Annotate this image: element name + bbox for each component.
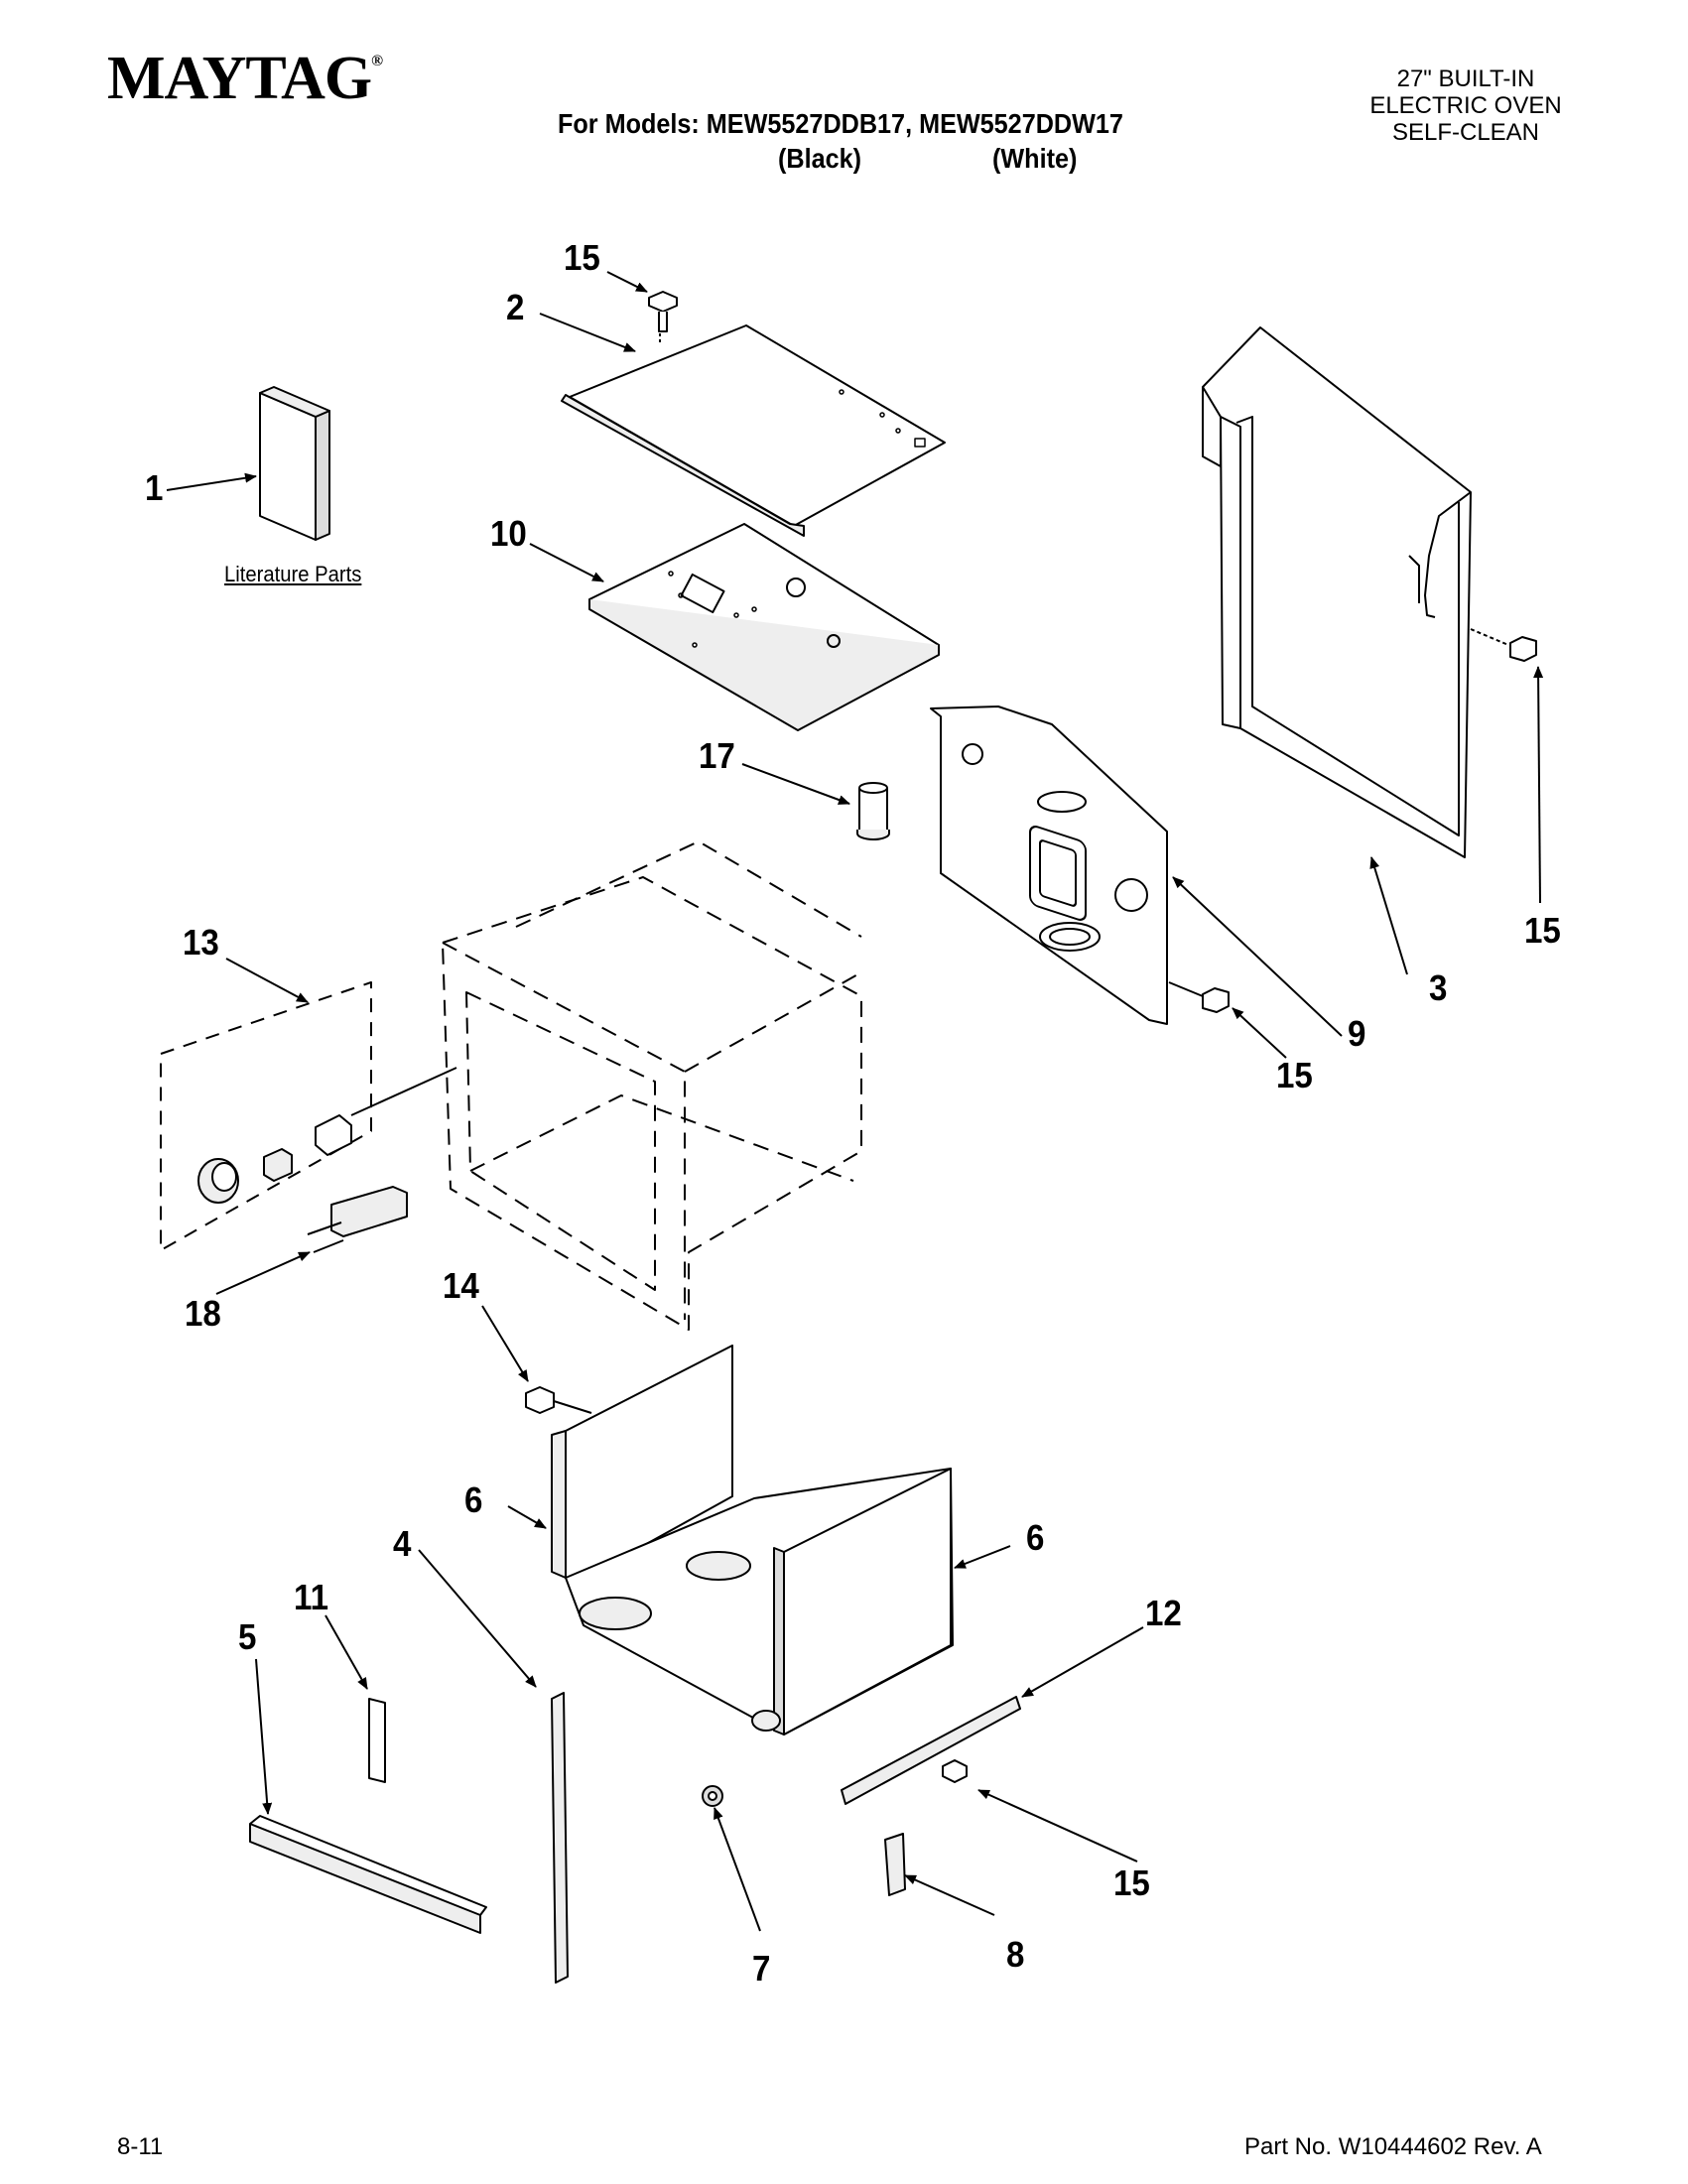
leader-18 [215,1251,311,1295]
leader-3 [1369,856,1408,975]
part-6-bottom-panel [565,1468,954,1735]
leader-14 [481,1305,529,1382]
callout-4: 4 [393,1523,412,1564]
callout-13: 13 [183,922,219,963]
product-line-2: ELECTRIC OVEN [1369,92,1562,119]
callout-18: 18 [185,1293,221,1334]
callout-11: 11 [294,1577,329,1617]
product-description: 27" BUILT-IN ELECTRIC OVEN SELF-CLEAN [1342,65,1590,146]
screw-rear-panel [1168,981,1230,1013]
part-8-bracket [884,1833,906,1896]
callout-6-right: 6 [1026,1517,1045,1558]
part-2-top-panel [561,316,946,537]
part-14-screw [525,1386,592,1414]
part-10-insulation-board [588,523,940,731]
callout-1: 1 [145,467,164,508]
part-number: Part No. W10444602 Rev. A [1244,2133,1542,2160]
leader-10 [529,543,604,582]
part-13-controls-group [160,981,457,1251]
leader-13 [225,958,309,1003]
part-7-grommet [702,1785,723,1807]
leader-5 [255,1658,273,1815]
callout-3: 3 [1429,967,1448,1008]
product-line-1: 27" BUILT-IN [1396,65,1535,92]
callout-9: 9 [1348,1013,1366,1054]
leader-15d [977,1789,1138,1863]
part-11-strap [368,1698,386,1783]
part-9-rear-panel [930,706,1168,1025]
product-line-3: SELF-CLEAN [1391,119,1540,146]
part-3-cabinet-wrap [1202,326,1472,858]
literature-parts-caption: Literature Parts [224,562,362,586]
part-6-side-panel-left [551,1345,733,1579]
leader-6b [954,1545,1011,1569]
date-code: 8-11 [117,2133,164,2160]
leader-11 [325,1614,368,1690]
callout-5: 5 [238,1616,257,1657]
color-black-label: (Black) [778,143,862,174]
leader-15b [1533,666,1544,904]
callout-6-left: 6 [464,1479,483,1520]
part-4-vertical-rail [551,1692,569,1984]
callout-14: 14 [443,1265,479,1306]
part-12-bar [841,1696,1021,1805]
callout-15-rear: 15 [1276,1055,1313,1095]
part-18-switch [307,1186,408,1253]
screw-bar [942,1759,968,1783]
callout-10: 10 [490,513,527,554]
callout-2: 2 [506,287,525,327]
color-white-label: (White) [992,143,1078,174]
leader-6a [507,1505,547,1529]
part-17-spacer [856,782,890,840]
leader-1 [166,472,257,491]
screw-top [648,291,678,332]
models-line: For Models: MEW5527DDB17, MEW5527DDW17 [558,108,1123,139]
callout-15-bottom: 15 [1113,1863,1150,1903]
leader-15c [1232,1007,1287,1059]
leader-7 [714,1807,761,1932]
leader-8 [904,1874,995,1916]
leader-15a [606,271,648,293]
part-5-rail [249,1815,487,1934]
brand-logo: MAYTAG® [107,45,383,112]
screw-cabinet [1470,628,1537,662]
part-1-literature [259,386,330,541]
callout-15-top: 15 [564,237,600,278]
leader-9 [1172,876,1343,1037]
callout-15-right: 15 [1524,910,1561,951]
leader-4 [418,1549,537,1688]
leader-2 [539,313,636,352]
callout-8: 8 [1006,1934,1025,1975]
callout-12: 12 [1145,1593,1182,1633]
leader-12 [1021,1626,1144,1698]
oven-cavity-dashed [442,840,862,1331]
callout-7: 7 [752,1948,771,1989]
leader-17 [741,763,850,805]
callout-17: 17 [699,735,735,776]
